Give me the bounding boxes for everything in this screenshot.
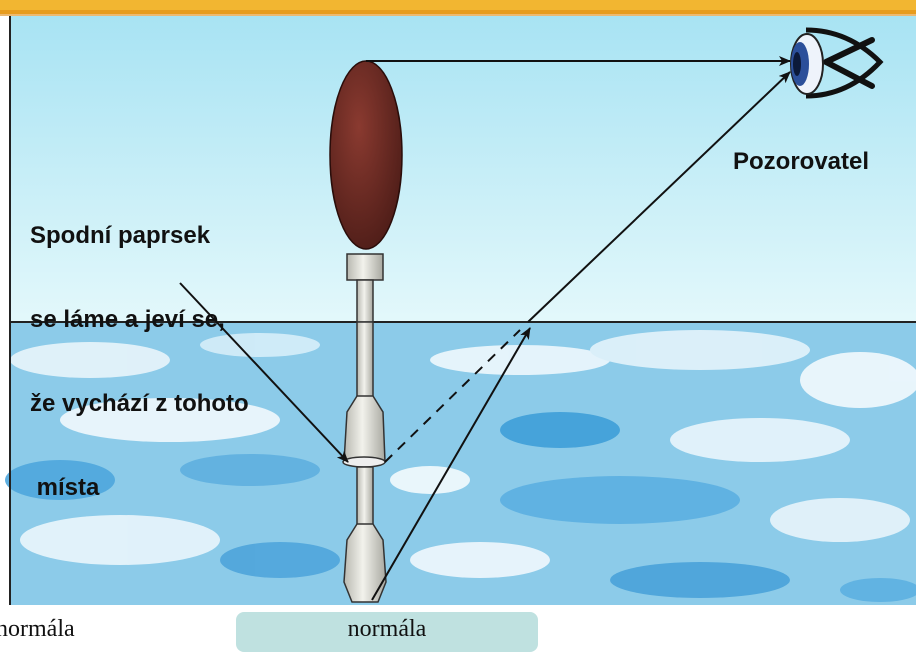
annotation-line: se láme a jeví se, [30, 306, 249, 334]
refraction-annotation: Spodní paprsek se láme a jeví se, že vyc… [30, 166, 249, 530]
top-band-shade [0, 10, 916, 16]
screwdriver-ferrule [347, 254, 383, 280]
screwdriver-tip [344, 524, 386, 602]
apparent-tip-image [344, 396, 385, 462]
observer-label: Pozorovatel [733, 148, 869, 176]
normal-label-left: normála [0, 616, 75, 643]
annotation-line: že vychází z tohoto [30, 390, 249, 418]
apparent-tip-band [343, 457, 385, 467]
screwdriver-shaft-water [357, 322, 373, 397]
screwdriver-shaft-air [357, 280, 373, 322]
annotation-line: Spodní paprsek [30, 222, 249, 250]
screwdriver-handle [330, 61, 402, 249]
annotation-line: místa [30, 474, 249, 502]
normal-label-right: normála [236, 616, 538, 643]
screwdriver-shaft-lower [357, 467, 373, 525]
